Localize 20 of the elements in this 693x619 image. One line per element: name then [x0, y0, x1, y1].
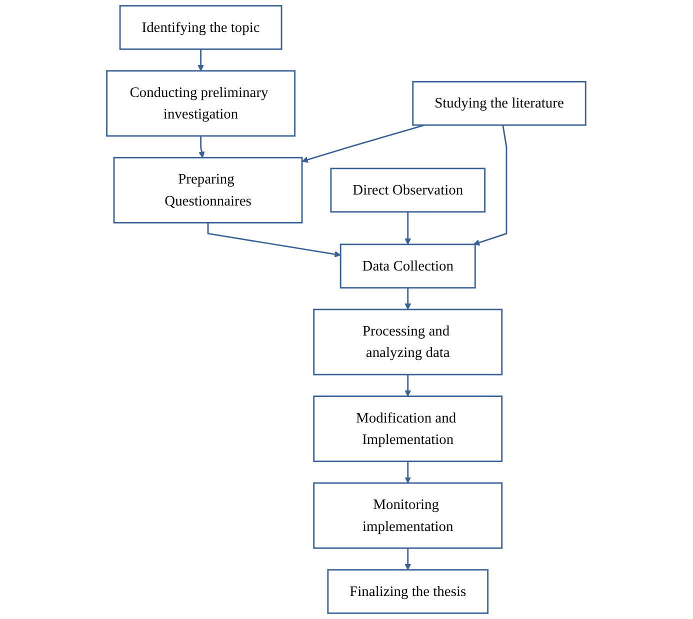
node-box: Data Collection [340, 244, 476, 289]
node-box: Monitoring implementation [313, 482, 503, 549]
arrow [404, 461, 412, 484]
arrow [474, 124, 508, 246]
node-box: Preparing Questionnaires [114, 156, 304, 224]
arrow [208, 222, 342, 258]
arrow [404, 374, 412, 397]
arrow [404, 212, 412, 245]
arrow [302, 124, 426, 163]
node-box: Direct Observation [330, 168, 486, 213]
arrow [198, 136, 206, 158]
arrow [404, 548, 412, 570]
node-box: Identifying the topic [120, 5, 283, 50]
node-box: Studying the literature [412, 80, 587, 126]
arrow [198, 49, 204, 72]
node-box: Conducting preliminary investigation [106, 70, 296, 137]
node-box: Finalizing the thesis [328, 569, 489, 614]
node-box: Processing and analyzing data [313, 308, 503, 376]
arrow [404, 288, 412, 310]
node-box: Modification and Implementation [313, 396, 503, 462]
